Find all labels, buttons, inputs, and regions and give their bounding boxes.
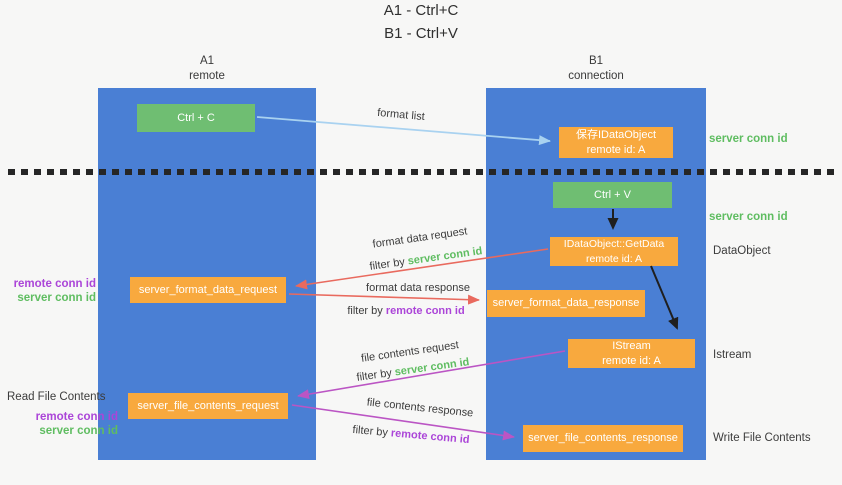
lane-header-a1: A1 remote [98,54,316,84]
node-file-request-label: server_file_contents_request [137,399,279,412]
title-line-1: A1 - Ctrl+C [383,2,459,19]
lane-header-b1: B1 connection [486,54,706,84]
node-istream-line1: IStream [612,339,651,352]
node-file-response-label: server_file_contents_response [528,432,678,445]
label-filter-by-remote-conn-id-1: filter by remote conn id [340,305,472,317]
node-format-request-label: server_format_data_request [138,283,278,296]
right-label-write-file-contents: Write File Contents [713,432,811,444]
node-server-format-data-response: server_format_data_response [487,290,645,317]
node-ctrl-v-label: Ctrl + V [594,188,631,201]
right-label-dataobject: DataObject [713,245,771,257]
node-server-file-contents-response: server_file_contents_response [523,425,683,452]
left-label-remote-conn-id-2: remote conn id [35,411,118,423]
title-line-2: B1 - Ctrl+V [384,24,458,42]
filter-by-text: filter by [355,367,393,384]
node-format-response-label: server_format_data_response [492,297,640,310]
left-label-server-conn-id-2: server conn id [39,425,118,437]
node-save-idataobject-line2: remote id: A [586,143,646,156]
filter-by-text: filter by [368,256,406,273]
server-conn-id-text: server conn id [393,356,471,379]
server-conn-id-text: server conn id [406,245,484,268]
node-istream: IStream remote id: A [568,339,695,368]
right-label-server-conn-id-mid: server conn id [709,211,788,223]
left-label-remote-conn-id-1: remote conn id [13,278,96,290]
label-filter-by-remote-conn-id-2: filter by remote conn id [345,423,478,446]
filter-by-text: filter by [352,423,389,439]
label-file-contents-response: file contents response [366,396,474,420]
right-label-server-conn-id-top: server conn id [709,133,788,145]
node-ctrl-c: Ctrl + C [137,104,255,132]
node-getdata-line1: IDataObject::GetData [563,238,665,251]
lane-a1-name: A1 [199,55,215,67]
lane-b1-name: B1 [588,55,604,67]
lane-a1-role: remote [189,69,225,82]
label-format-data-response: format data response [366,282,470,294]
filter-by-text: filter by [347,305,383,317]
node-server-file-contents-request: server_file_contents_request [128,393,288,419]
node-save-idataobject-line1: 保存IDataObject [575,128,657,141]
node-save-idataobject: 保存IDataObject remote id: A [559,127,673,158]
node-ctrl-v: Ctrl + V [553,182,672,208]
node-idataobject-getdata: IDataObject::GetData remote id: A [550,237,678,266]
node-server-format-data-request: server_format_data_request [130,277,286,303]
remote-conn-id-text: remote conn id [390,427,470,447]
node-ctrl-c-label: Ctrl + C [177,111,215,124]
dotted-divider [8,169,834,175]
left-label-server-conn-id-1: server conn id [17,292,96,304]
diagram-title: A1 - Ctrl+C B1 - Ctrl+V [0,0,842,45]
left-label-read-file-contents: Read File Contents [7,391,106,403]
remote-conn-id-text: remote conn id [385,305,465,317]
node-getdata-line2: remote id: A [585,252,643,265]
node-istream-line2: remote id: A [602,354,661,367]
arrow-format-data-response [288,293,480,305]
label-format-list: format list [376,106,426,124]
right-label-istream: Istream [713,349,752,361]
lane-b1-role: connection [568,69,624,82]
